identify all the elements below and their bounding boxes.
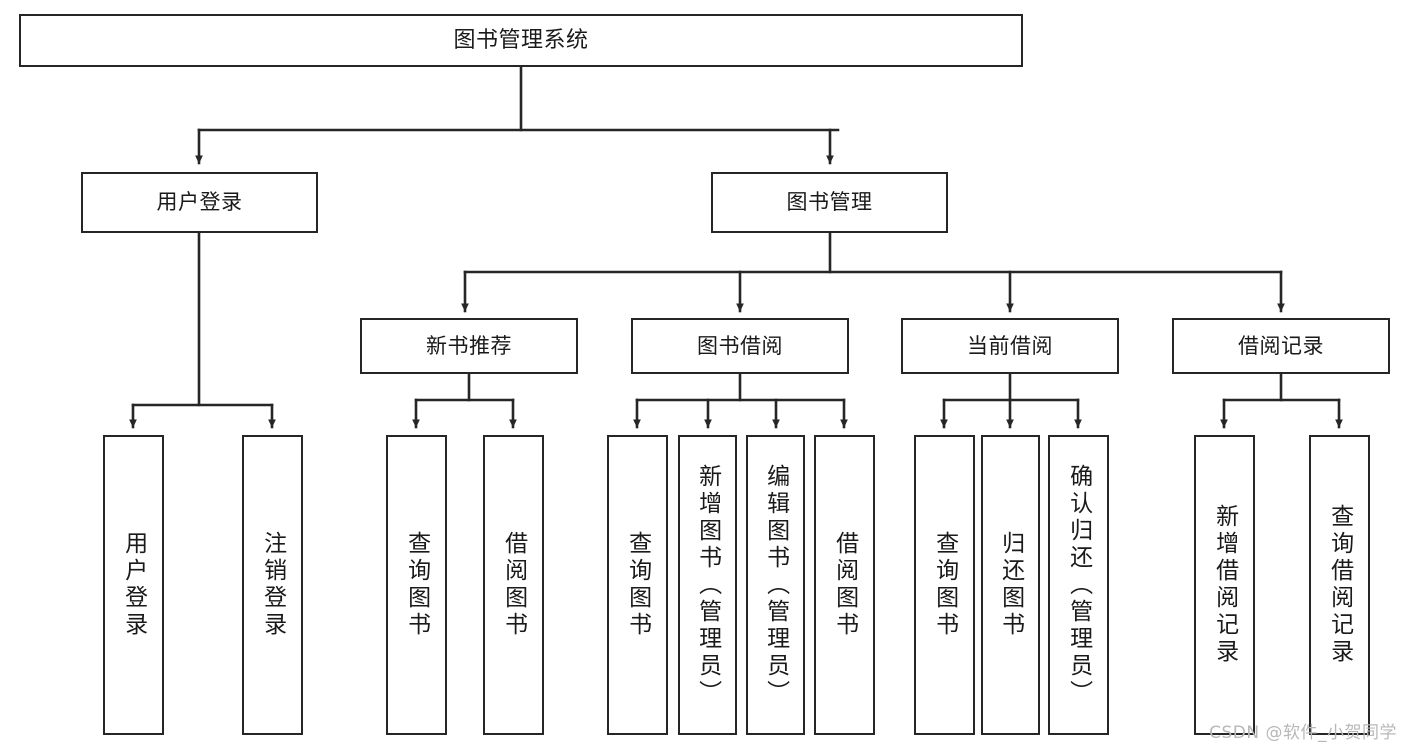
node-label: 借阅图书 (500, 531, 527, 639)
node-label: 用户登录 (156, 190, 243, 215)
leaf-edit-book-admin[interactable]: 编辑图书（管理员） (746, 435, 805, 735)
node-book-management[interactable]: 图书管理 (711, 172, 948, 233)
node-borrow-record[interactable]: 借阅记录 (1172, 318, 1390, 374)
node-label: 归还图书 (997, 531, 1024, 639)
leaf-borrow-book-recommend[interactable]: 借阅图书 (483, 435, 544, 735)
node-label: 查询图书 (624, 531, 651, 639)
leaf-confirm-return-admin[interactable]: 确认归还（管理员） (1048, 435, 1109, 735)
node-user-login[interactable]: 用户登录 (81, 172, 318, 233)
leaf-query-book-recommend[interactable]: 查询图书 (386, 435, 447, 735)
node-label: 当前借阅 (967, 333, 1053, 358)
leaf-add-borrow-record[interactable]: 新增借阅记录 (1194, 435, 1255, 735)
leaf-query-borrow-record[interactable]: 查询借阅记录 (1309, 435, 1370, 735)
node-label: 用户登录 (120, 531, 147, 639)
node-label: 借阅记录 (1238, 333, 1324, 358)
leaf-query-book-current[interactable]: 查询图书 (914, 435, 975, 735)
node-label: 查询借阅记录 (1326, 504, 1353, 666)
leaf-borrow-book[interactable]: 借阅图书 (814, 435, 875, 735)
node-new-book-recommend[interactable]: 新书推荐 (360, 318, 578, 374)
node-label: 借阅图书 (831, 531, 858, 639)
leaf-add-book-admin[interactable]: 新增图书（管理员） (678, 435, 737, 735)
node-current-borrow[interactable]: 当前借阅 (901, 318, 1119, 374)
node-label: 新增图书（管理员） (694, 463, 721, 707)
node-label: 查询图书 (931, 531, 958, 639)
node-label: 新增借阅记录 (1211, 504, 1238, 666)
node-label: 新书推荐 (426, 333, 512, 358)
node-label: 注销登录 (259, 531, 286, 639)
node-label: 图书借阅 (697, 333, 783, 358)
leaf-query-book-borrow[interactable]: 查询图书 (607, 435, 668, 735)
leaf-user-login[interactable]: 用户登录 (103, 435, 164, 735)
node-label: 图书管理 (786, 190, 873, 215)
leaf-return-book[interactable]: 归还图书 (981, 435, 1040, 735)
node-label: 确认归还（管理员） (1065, 463, 1092, 707)
node-label: 编辑图书（管理员） (762, 463, 789, 707)
node-book-borrow[interactable]: 图书借阅 (631, 318, 849, 374)
csdn-watermark: CSDN @软件_小贺同学 (1209, 723, 1397, 743)
leaf-user-logout[interactable]: 注销登录 (242, 435, 303, 735)
node-label: 查询图书 (403, 531, 430, 639)
node-root-book-management-system[interactable]: 图书管理系统 (19, 14, 1023, 67)
node-label: 图书管理系统 (453, 27, 589, 53)
